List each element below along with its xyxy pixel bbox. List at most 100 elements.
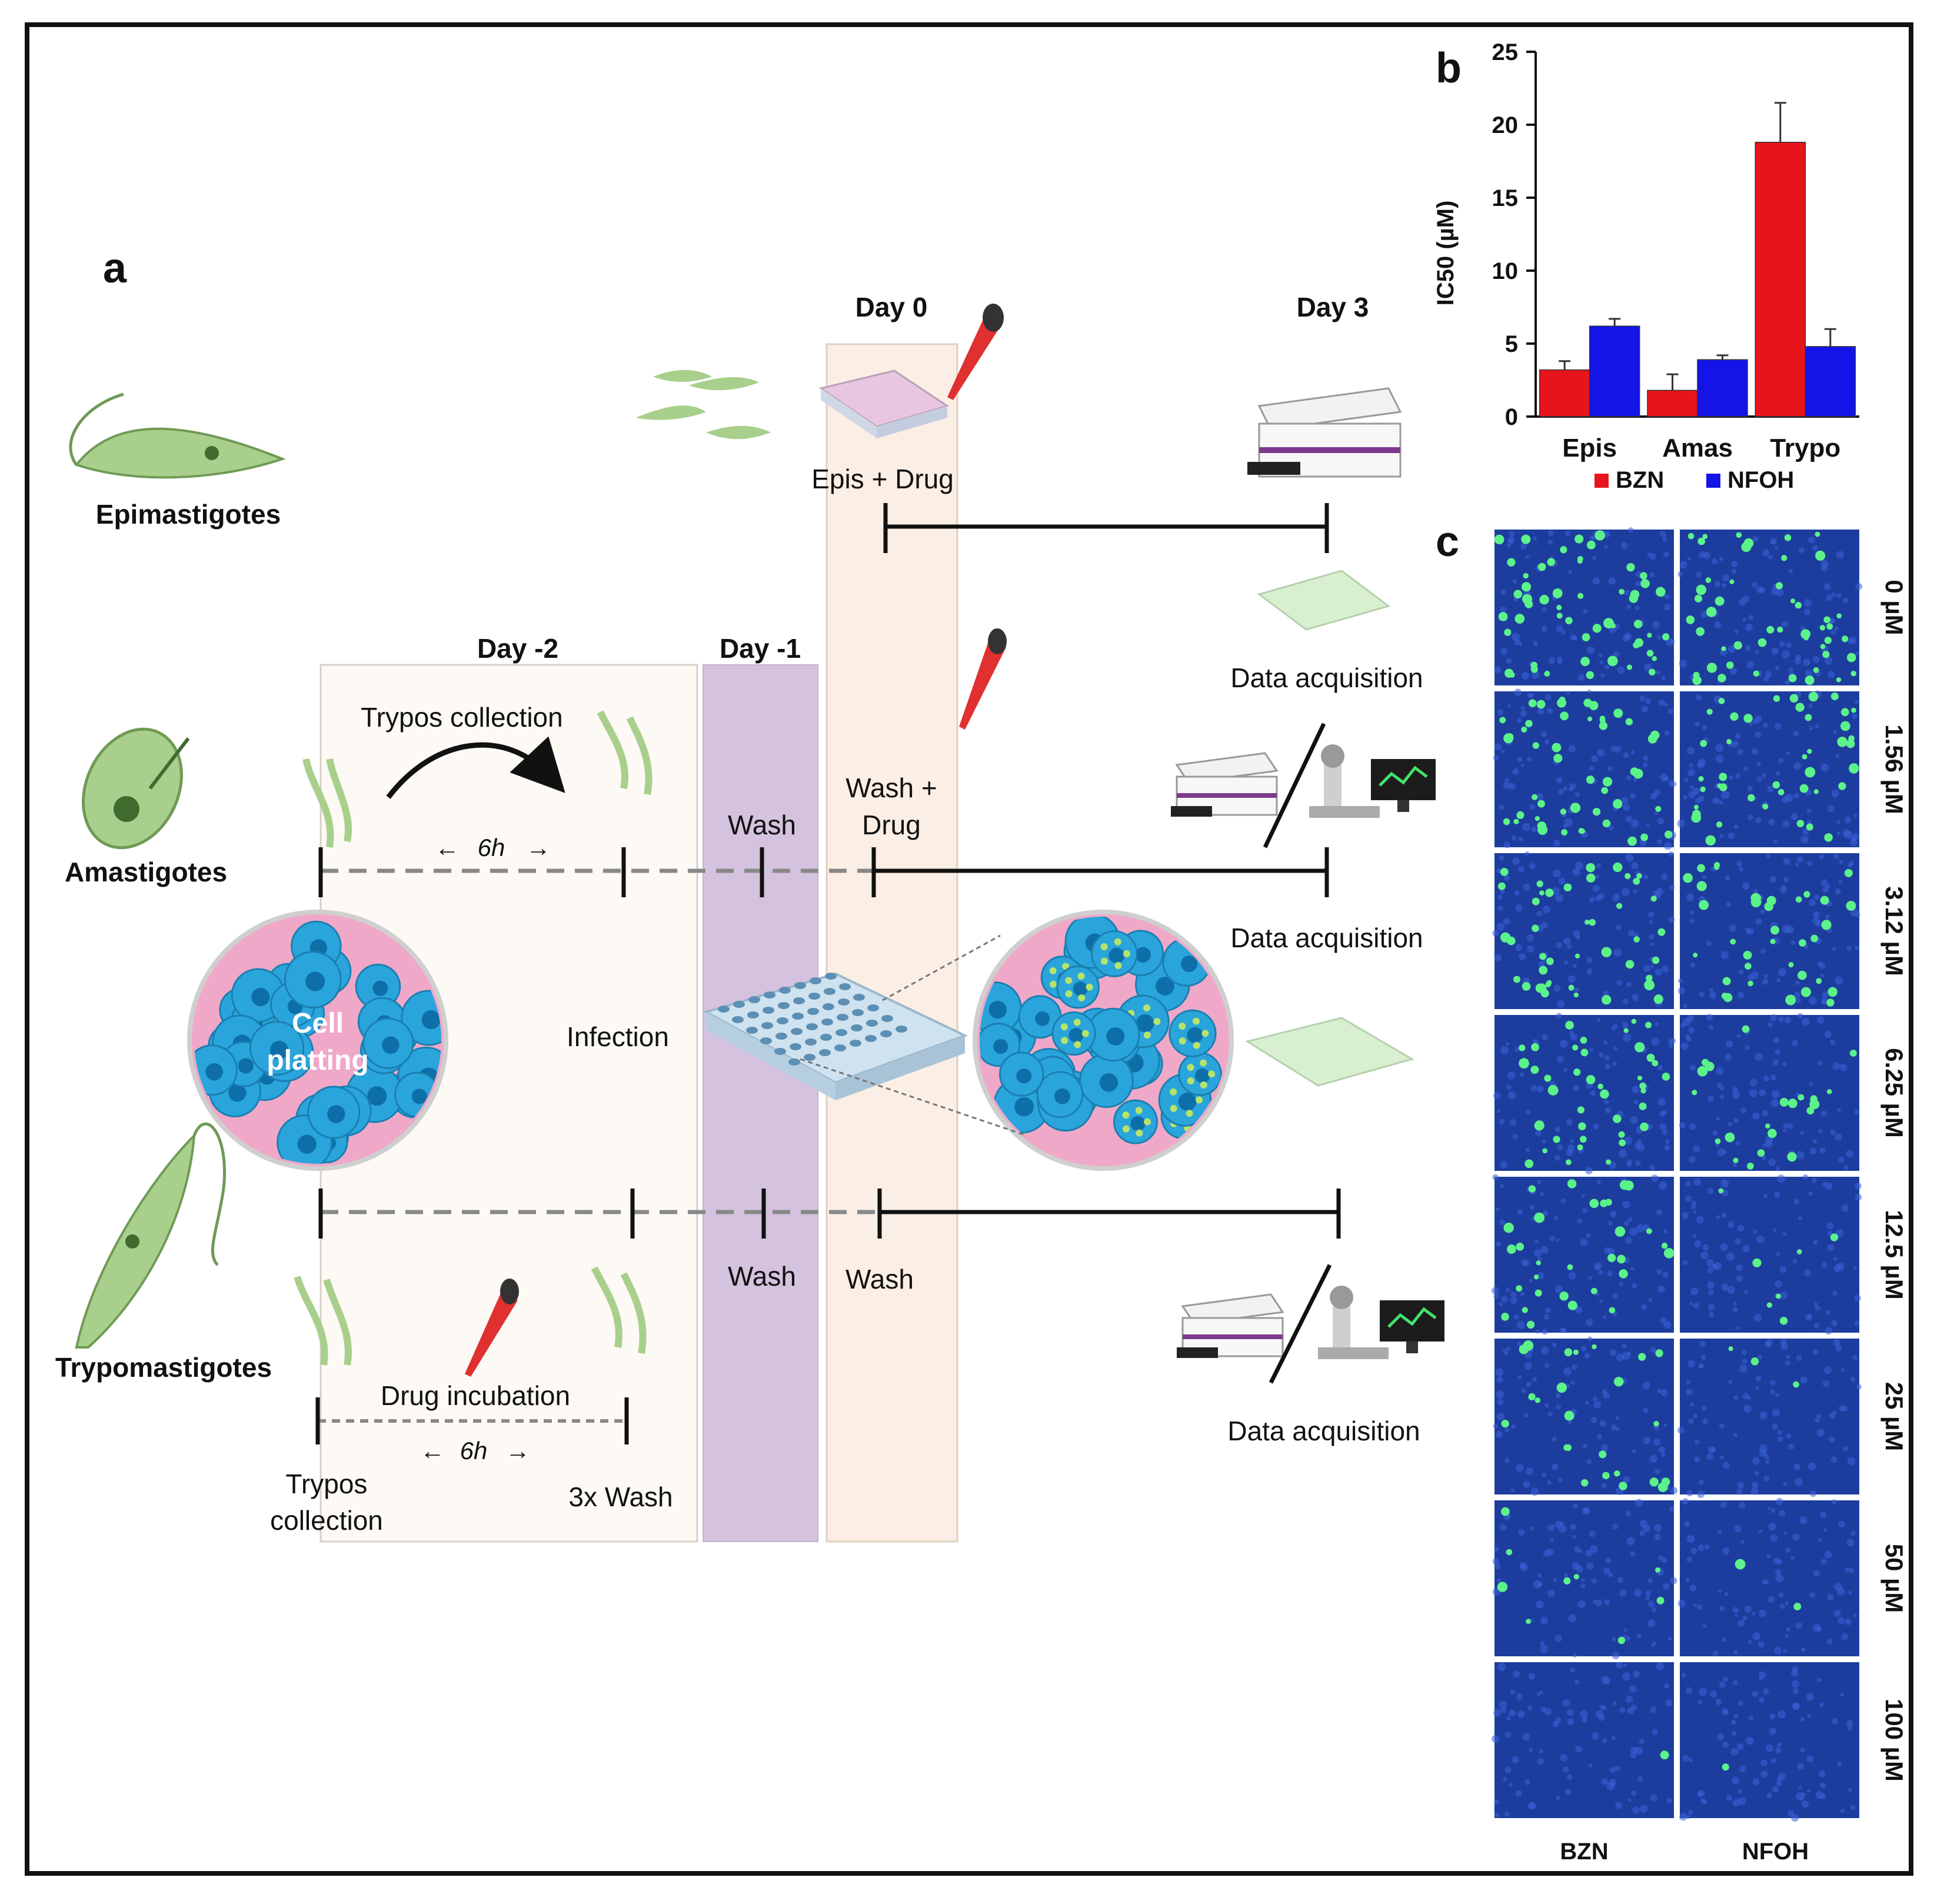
amastigote-dot <box>1200 1059 1207 1067</box>
nucleus-dot <box>1852 833 1860 840</box>
parasite-dot <box>1826 998 1835 1007</box>
parasite-dot <box>1692 675 1702 685</box>
nucleus-dot <box>1522 1733 1530 1741</box>
cell-nucleus <box>421 1010 441 1030</box>
parasite-dot <box>1687 532 1695 540</box>
parasite-dot <box>1640 579 1650 588</box>
nucleus-dot <box>1682 1212 1689 1219</box>
nucleus-dot <box>1770 1389 1775 1394</box>
nucleus-dot <box>1530 1085 1537 1092</box>
nucleus-dot <box>1848 1590 1852 1595</box>
nucleus-dot <box>1595 874 1600 879</box>
parasite-dot <box>1574 953 1580 958</box>
nucleus-dot <box>1776 1167 1780 1171</box>
cell-nucleus <box>297 1134 317 1154</box>
plate-well <box>791 1028 803 1035</box>
parasite-dot <box>1644 980 1655 991</box>
nucleus-dot <box>1848 863 1853 868</box>
chart-bar-bzn <box>1539 369 1590 417</box>
parasite-dot <box>1503 1222 1514 1233</box>
nucleus-dot <box>1641 705 1649 713</box>
nucleus-dot <box>1612 1736 1616 1740</box>
nucleus-dot <box>1752 582 1757 588</box>
nucleus-dot <box>1499 1302 1503 1307</box>
nucleus-dot <box>1577 1218 1583 1224</box>
nucleus-dot <box>1500 1161 1508 1169</box>
nucleus-dot <box>1777 1430 1782 1435</box>
nucleus-dot <box>1726 1252 1735 1261</box>
nucleus-dot <box>1712 1130 1718 1136</box>
nucleus-dot <box>1677 1599 1686 1607</box>
parasite-dot <box>1776 1293 1781 1299</box>
panel-b-label: b <box>1436 45 1462 92</box>
nucleus-dot <box>1827 805 1835 813</box>
nucleus-dot <box>1717 1733 1725 1740</box>
legend-swatch-nfoh <box>1706 474 1720 488</box>
parasite-dot <box>1777 789 1785 795</box>
parasite-dot <box>1686 615 1695 624</box>
nucleus-dot <box>1767 785 1774 793</box>
parasite-dot <box>1586 1075 1596 1084</box>
parasite-dot <box>1565 617 1573 625</box>
nucleus-dot <box>1812 545 1818 551</box>
nucleus-dot <box>1819 854 1824 859</box>
nucleus-dot <box>1699 1687 1707 1696</box>
nucleus-dot <box>1737 1620 1745 1627</box>
nucleus-dot <box>1630 793 1636 799</box>
plate-well <box>880 1030 892 1037</box>
nucleus-dot <box>1831 790 1839 798</box>
nucleus-dot <box>1650 964 1655 968</box>
nucleus-dot <box>1807 820 1812 824</box>
nucleus-dot <box>1780 1342 1789 1350</box>
parasite-dot <box>1516 1243 1524 1251</box>
parasite-dot <box>1725 1132 1735 1143</box>
parasite-dot <box>1519 1058 1529 1069</box>
trypo-slash-divider <box>1269 1264 1332 1384</box>
amas-data-acquisition-label: Data acquisition <box>1230 923 1423 953</box>
nucleus-dot <box>1649 920 1653 924</box>
nucleus-dot <box>1505 1287 1510 1292</box>
nucleus-dot <box>1747 785 1753 792</box>
parasite-dot <box>1590 1287 1597 1294</box>
nucleus-dot <box>1703 551 1710 559</box>
nucleus-dot <box>1529 804 1536 810</box>
nucleus-dot <box>1770 540 1775 545</box>
nucleus-dot <box>1564 1789 1572 1795</box>
nucleus-dot <box>1824 657 1833 665</box>
parasite-dot <box>1524 1159 1534 1169</box>
nucleus-dot <box>1722 1190 1729 1197</box>
nucleus-dot <box>1786 642 1792 648</box>
nucleus-dot <box>1677 987 1685 995</box>
nucleus-dot <box>1496 1390 1504 1399</box>
nucleus-dot <box>1540 1706 1546 1713</box>
cell-nucleus <box>1187 1027 1203 1044</box>
nucleus-dot <box>1847 1726 1852 1731</box>
nucleus-dot <box>1596 1599 1603 1606</box>
nucleus-dot <box>1535 1130 1542 1136</box>
nucleus-dot <box>1500 1046 1509 1054</box>
parasite-dot <box>1743 714 1753 723</box>
nucleus-dot <box>1503 841 1510 848</box>
parasite-dot <box>1635 638 1644 647</box>
nucleus-dot <box>1649 1706 1657 1713</box>
nucleus-dot <box>1598 1052 1604 1058</box>
nucleus-dot <box>1835 1133 1842 1141</box>
parasite-dot <box>1815 531 1820 537</box>
nucleus-dot <box>1504 1731 1512 1738</box>
micrograph-nfoh-6 <box>1677 1497 1859 1656</box>
nucleus-dot <box>1670 1487 1678 1494</box>
nucleus-dot <box>1794 1477 1803 1486</box>
plate-well <box>792 1013 804 1020</box>
parasite-dot <box>1626 562 1635 572</box>
nucleus-dot <box>1570 1380 1575 1385</box>
nucleus-dot <box>1525 1467 1533 1476</box>
nucleus-dot <box>1770 1074 1777 1081</box>
nucleus-dot <box>1507 704 1512 708</box>
nucleus-dot <box>1641 1304 1647 1310</box>
nucleus-dot <box>1693 1603 1697 1607</box>
parasite-dot <box>1694 594 1703 603</box>
nucleus-dot <box>1830 592 1836 597</box>
nucleus-dot <box>1655 1469 1660 1474</box>
parasite-dot <box>1574 534 1584 544</box>
parasite-dot <box>1828 987 1838 997</box>
